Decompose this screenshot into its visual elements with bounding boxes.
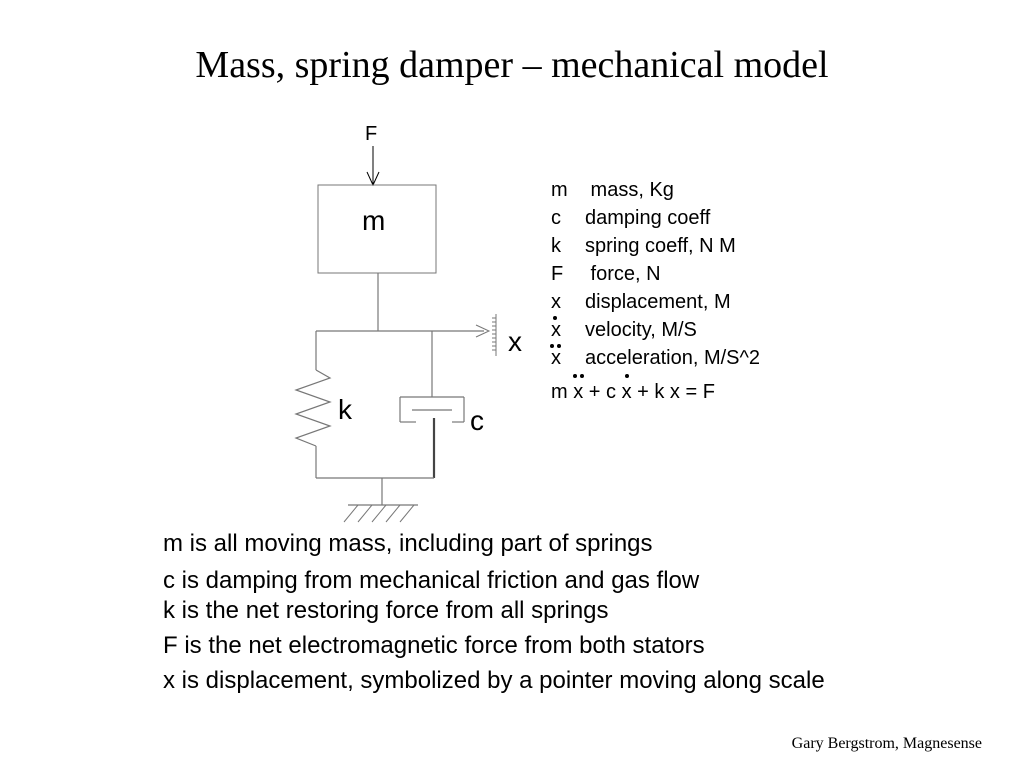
legend-description: spring coeff, N M <box>585 235 736 257</box>
legend-description: force, N <box>585 263 661 285</box>
mass-block <box>317 184 437 274</box>
force-label: F <box>365 123 377 145</box>
legend-symbol: x <box>551 316 585 344</box>
legend-row: c damping coeff <box>551 204 760 232</box>
legend-description: velocity, M/S <box>585 319 697 341</box>
note-force: F is the net electromagnetic force from … <box>163 632 705 659</box>
slide-title: Mass, spring damper – mechanical model <box>195 44 829 86</box>
equation-of-motion: m x + c x + k x = F <box>551 374 760 406</box>
legend-symbol: F <box>551 263 564 285</box>
equation-mass-term: m <box>551 381 574 403</box>
note-displacement: x is displacement, symbolized by a point… <box>163 667 825 694</box>
legend-row: m mass, Kg <box>551 176 760 204</box>
legend-symbol: x <box>551 291 561 313</box>
legend-description: acceleration, M/S^2 <box>585 347 761 369</box>
legend-row: F force, N <box>551 260 760 288</box>
displacement-scale <box>492 314 497 356</box>
variable-legend: m mass, Kg c damping coeff k spring coeff, N… <box>550 176 761 406</box>
equation-acceleration-symbol: x <box>573 374 585 406</box>
equation-velocity-symbol: x <box>622 374 632 406</box>
legend-symbol: x <box>550 344 585 372</box>
note-mass: m is all moving mass, including part of … <box>163 530 653 557</box>
spring-label: k <box>338 394 353 425</box>
legend-symbol: k <box>551 235 561 257</box>
damper-label: c <box>470 405 484 436</box>
displacement-pointer <box>475 324 491 338</box>
note-spring: k is the net restoring force from all sp… <box>163 597 609 624</box>
spring <box>294 369 332 478</box>
force-arrow <box>366 146 380 187</box>
equation-remainder: + k x = F <box>631 381 715 403</box>
legend-symbol: m <box>551 179 568 201</box>
legend-symbol: c <box>551 207 561 229</box>
connection-frame <box>315 273 484 397</box>
ground-support <box>316 477 434 506</box>
displacement-label: x <box>508 326 522 357</box>
ground-hatch <box>343 504 415 523</box>
legend-description: mass, Kg <box>585 179 674 201</box>
legend-description: damping coeff <box>585 207 711 229</box>
legend-row: x displacement, M <box>551 288 760 316</box>
equation-damping-term: + c <box>583 381 622 403</box>
author-credit: Gary Bergstrom, Magnesense <box>791 735 982 752</box>
legend-row: k spring coeff, N M <box>551 232 760 260</box>
note-damping: c is damping from mechanical friction an… <box>163 567 700 594</box>
legend-description: displacement, M <box>585 291 731 313</box>
mass-label: m <box>362 205 385 236</box>
damper <box>399 396 465 423</box>
